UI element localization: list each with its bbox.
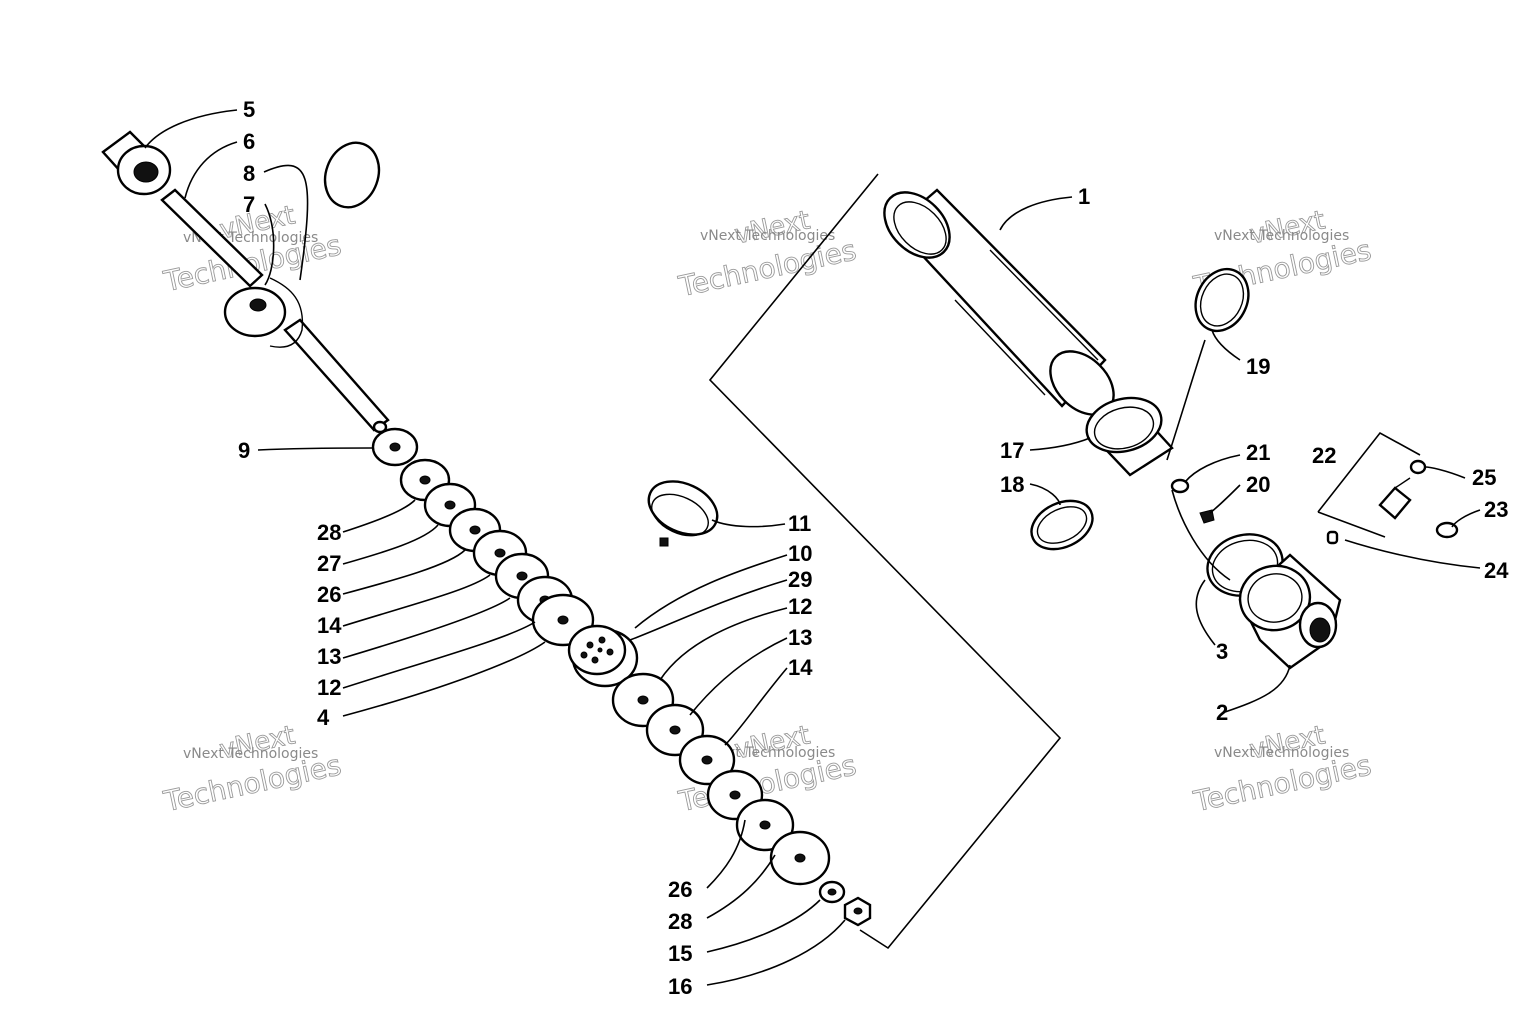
label-part-8: 8 — [243, 161, 255, 186]
part-8-o-ring — [323, 141, 381, 209]
watermark-company-text: vNext Technologies — [1214, 228, 1349, 244]
label-part-15: 15 — [668, 941, 692, 966]
label-part-28: 28 — [317, 520, 341, 545]
label-part-2: 2 — [1216, 700, 1228, 725]
part-7-seal-head — [223, 277, 304, 348]
callout-labels: 5 6 8 7 9 28 27 26 14 13 12 4 11 10 29 1… — [238, 97, 1509, 999]
label-part-26: 26 — [317, 582, 341, 607]
label-part-6: 6 — [243, 129, 255, 154]
watermark-bottom-right: vNext Technologies — [1190, 720, 1375, 819]
left-washer-stack — [371, 427, 595, 647]
label-part-13-lower: 13 — [788, 625, 812, 650]
part-21-small-washer — [1170, 478, 1190, 494]
part-6-piston-rod — [160, 188, 390, 434]
label-part-20: 20 — [1246, 472, 1270, 497]
label-part-12-lower: 12 — [788, 594, 812, 619]
part-22-valve-assembly — [1326, 459, 1459, 545]
label-part-10: 10 — [788, 541, 812, 566]
label-part-19: 19 — [1246, 354, 1270, 379]
valve-group-bracket-line — [1317, 431, 1421, 513]
label-part-12: 12 — [317, 675, 341, 700]
part-11-piston-ring — [647, 480, 719, 547]
label-part-22: 22 — [1312, 443, 1336, 468]
leader-lines — [144, 109, 1481, 986]
part-25-valve-cap — [1409, 459, 1427, 475]
label-part-17: 17 — [1000, 438, 1024, 463]
part-17-bushing — [1085, 396, 1174, 477]
label-part-21: 21 — [1246, 440, 1270, 465]
watermark-company-text: vNext Technologies — [1214, 745, 1349, 761]
label-part-27: 27 — [317, 551, 341, 576]
label-part-14: 14 — [317, 613, 342, 638]
label-part-9: 9 — [238, 438, 250, 463]
watermark-bottom-left: vNext Technologies — [160, 720, 345, 819]
label-part-24: 24 — [1484, 558, 1509, 583]
part-24-valve-core — [1326, 530, 1339, 545]
label-part-28-lower: 28 — [668, 909, 692, 934]
label-part-11: 11 — [788, 511, 811, 536]
watermark-company-text: vNext Technologies — [183, 746, 318, 762]
part-10-piston — [567, 624, 639, 688]
label-part-5: 5 — [243, 97, 255, 122]
part-18-split-ring — [1030, 499, 1094, 551]
watermark-top-center: vNext Technologies — [675, 205, 860, 304]
part-2-end-cap — [1238, 553, 1342, 670]
watermark-company-text: vNext Technologies — [700, 228, 835, 244]
label-part-4: 4 — [317, 705, 330, 730]
label-part-29: 29 — [788, 567, 812, 592]
label-part-25: 25 — [1472, 465, 1496, 490]
label-part-13: 13 — [317, 644, 341, 669]
label-part-16: 16 — [668, 974, 692, 999]
lower-washer-stack — [611, 672, 831, 886]
label-part-3: 3 — [1216, 639, 1228, 664]
label-part-14-lower: 14 — [788, 655, 813, 680]
label-part-26-lower: 26 — [668, 877, 692, 902]
label-part-7: 7 — [243, 192, 255, 217]
label-part-18: 18 — [1000, 472, 1024, 497]
label-part-23: 23 — [1484, 497, 1508, 522]
part-5-rod-eye — [101, 130, 172, 196]
part-1-cylinder-tube — [883, 188, 1115, 416]
assembly-bracket-line — [708, 173, 1062, 950]
label-part-1: 1 — [1078, 184, 1090, 209]
